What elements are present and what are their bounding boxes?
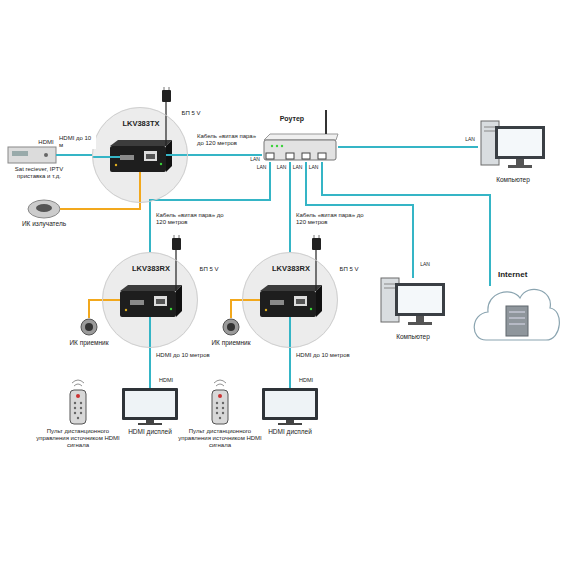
node-label: ИК излучатель [8, 220, 80, 227]
node-label: Sat reciever, IPTV приставка и т.д. [2, 166, 76, 180]
receiver-circle: LKV383RX [242, 252, 338, 348]
cable-connector [188, 154, 262, 156]
receiver-circle: LKV383RX [102, 252, 198, 348]
node-label: HDMI дисплей [118, 428, 182, 435]
internet-cloud: Internet [472, 286, 562, 342]
node-label: Internet [498, 270, 558, 279]
node-label: ИК приемник [58, 339, 120, 346]
port-label: LAN [462, 137, 478, 143]
ir-receiver: ИК приемник [222, 318, 240, 336]
computer: Компьютер [378, 278, 448, 330]
node-label: Компьютер [378, 333, 448, 340]
ir-emitter: ИК излучатель [28, 200, 60, 218]
port-label: LAN [417, 262, 433, 268]
cable-label: Кабель «витая пара» до 120 метров [196, 133, 262, 147]
port-label: LAN [292, 165, 303, 171]
part-label: HDMI [36, 139, 56, 146]
cable-label: Кабель «витая пара» до 120 метров [155, 212, 229, 226]
cable-connector [149, 348, 151, 388]
computer: Компьютер [478, 121, 548, 173]
part-label: HDMI [155, 377, 177, 383]
part-label: БП 5 V [176, 110, 206, 117]
device-title: LKV383TX [93, 120, 189, 129]
node-label: ИК приемник [200, 339, 262, 346]
node-label: Компьютер [478, 176, 548, 183]
port-label: LAN [249, 157, 261, 163]
cable-label: Кабель «витая пара» до 120 метров [295, 212, 369, 226]
ir-wire [60, 203, 140, 209]
node-label: Пульт дистанционного управления источник… [176, 428, 264, 449]
remote-control: Пульт дистанционного управления источник… [70, 390, 86, 424]
transmitter-circle: LKV383TX [92, 107, 188, 203]
sat-receiver: Sat reciever, IPTV приставка и т.д. [8, 147, 56, 163]
cable-connector [56, 154, 92, 156]
cable-connector [289, 162, 291, 252]
part-label: HDMI [295, 377, 317, 383]
hdmi-display: HDMI дисплей [122, 388, 178, 424]
router: Роутер [262, 132, 338, 162]
port-label: LAN [276, 165, 287, 171]
node-label: HDMI дисплей [258, 428, 322, 435]
remote-control: Пульт дистанционного управления источник… [212, 390, 228, 424]
ir-wire [89, 300, 102, 318]
port-label: LAN [308, 165, 319, 171]
node-label: Пульт дистанционного управления источник… [34, 428, 122, 449]
port-label: LAN [256, 165, 267, 171]
ir-wire [231, 300, 242, 318]
ir-receiver: ИК приемник [80, 318, 98, 336]
part-label: БП 5 V [334, 266, 364, 273]
cable-label: HDMI до 10 м [58, 135, 96, 149]
part-label: БП 5 V [194, 266, 224, 273]
device-title: LKV383RX [103, 265, 199, 274]
hdmi-display: HDMI дисплей [262, 388, 318, 424]
cable-connector [289, 348, 291, 388]
cable-connector [338, 146, 478, 148]
cable-label: HDMI до 10 метров [295, 352, 357, 359]
cable-connector [150, 162, 270, 252]
device-title: LKV383RX [243, 265, 339, 274]
node-label: Роутер [262, 115, 322, 123]
cable-label: HDMI до 10 метров [155, 352, 217, 359]
